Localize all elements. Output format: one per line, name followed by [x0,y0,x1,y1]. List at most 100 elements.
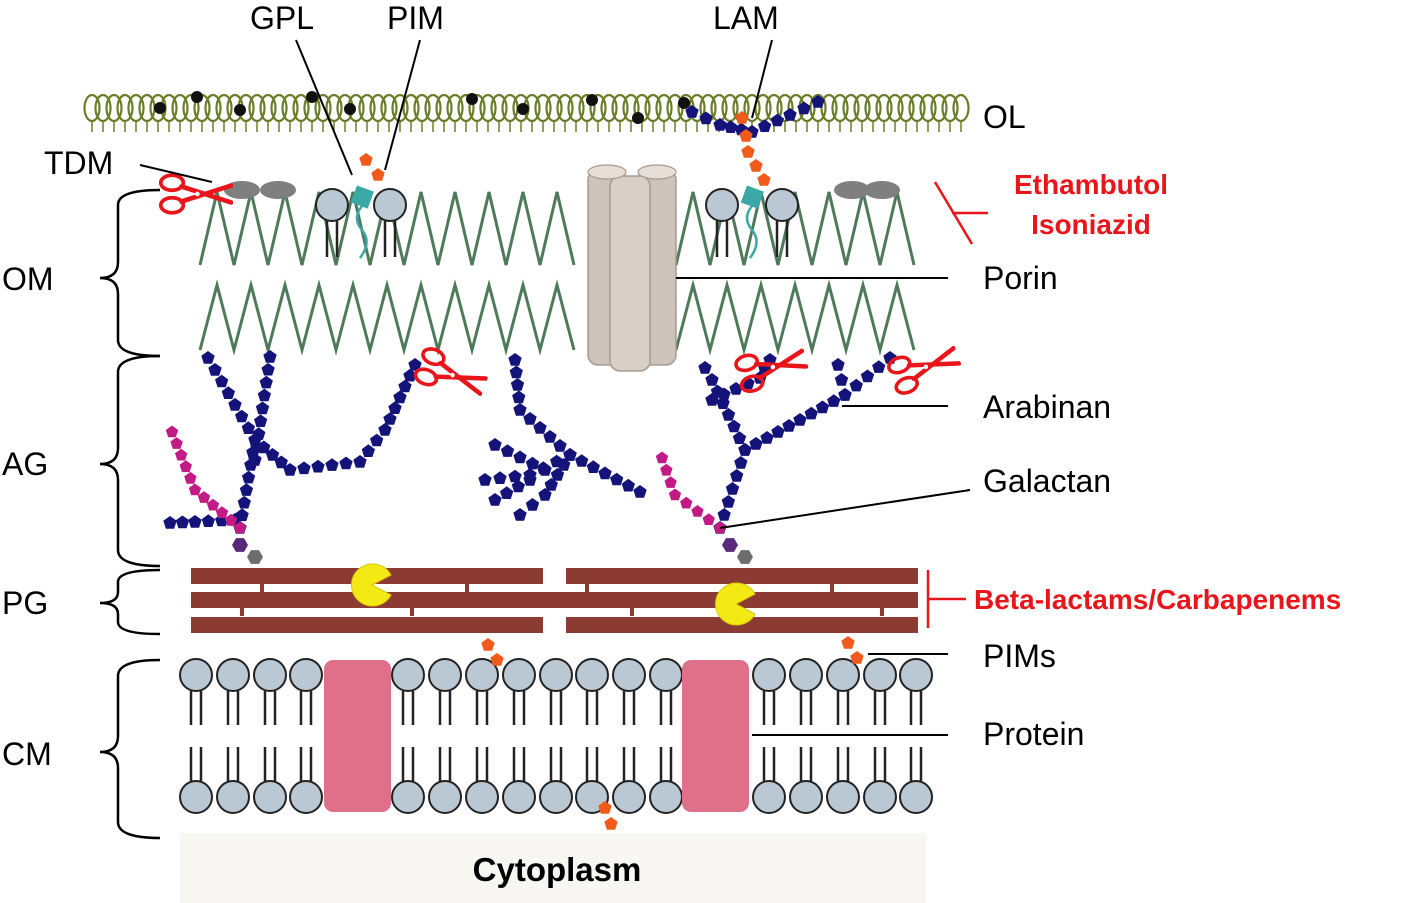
arabinan-unit [221,386,235,399]
drug-target-brackets [926,181,988,628]
arabinan-unit [827,394,841,407]
membrane-lipid-head [752,658,786,692]
lam-arabinan-unit [797,101,811,115]
peptide-crosslink [830,584,834,592]
ol-label: OL [983,99,1026,135]
arabinan-unit [860,369,875,383]
arabinan-unit [544,478,558,491]
galactan-unit [233,521,247,534]
membrane-protein [682,660,749,812]
arabinan-unit [698,361,712,374]
cytoplasmic-membrane [179,636,933,830]
membrane-lipid-head [863,780,897,814]
cytoplasm-region [180,833,926,903]
arabinan-unit [525,456,540,470]
pg-label: PG [2,585,48,621]
arabinan-unit [274,455,288,469]
arabinan-unit [831,358,845,371]
membrane-lipid-head [428,780,462,814]
arabinan-unit [378,423,392,436]
pims-sugar [598,801,612,814]
arabinan-unit [513,508,527,521]
arabinan-unit [508,353,522,366]
galactan-unit [170,437,183,449]
capsule-dot [154,102,166,114]
protein-label: Protein [983,716,1084,752]
cytoplasm-label: Cytoplasm [473,851,642,888]
arabinan-unit [259,375,273,389]
arabinan-unit [511,479,525,493]
membrane-lipid-head [289,780,323,814]
arabinan-unit [241,470,256,484]
arabinan-unit [749,437,763,450]
membrane-lipid-head [539,658,573,692]
galactan-label: Galactan [983,463,1111,499]
arabinan-unit [721,495,735,508]
mycolic-acid-layer [198,191,916,356]
capsule-dot [466,93,478,105]
membrane-lipid-head [216,780,250,814]
gpl-label: GPL [250,0,314,36]
mycolic-acid-chain [674,191,916,266]
arabinan-unit [388,401,402,414]
membrane-lipid-head [826,658,860,692]
arabinan-unit [254,414,268,427]
arabinan-unit [163,516,177,529]
arabinan-unit [523,473,537,486]
drug-isoniazid: Isoniazid [1031,209,1151,240]
arabinan-unit [325,458,339,471]
membrane-lipid-head [502,658,536,692]
lam-mannose-unit [741,145,755,158]
capsule-dot [191,91,203,103]
glycan-strand [191,617,543,633]
galactan-unit [215,506,229,519]
galactan-unit [224,513,238,526]
pims-sugar [490,653,504,666]
arabinan-unit [509,365,523,379]
arabinan-unit [533,421,547,434]
glycolipid-head [350,185,374,209]
scissors-icon [887,339,963,396]
membrane-lipid-head [899,658,933,692]
arabinan-unit [493,471,507,484]
membrane-lipid-head [391,780,425,814]
arabinan-unit [721,408,736,421]
arabinan-unit [727,419,741,433]
lam-arabinan-unit [783,108,797,121]
arabinan-unit [201,514,215,527]
arabinan-unit [237,495,251,509]
arabinan-unit [834,373,849,386]
arabinan-unit [513,403,527,416]
lam-mannose-unit [735,111,749,124]
drug-ethambutol: Ethambutol [1014,169,1168,200]
membrane-lipid-head [899,780,933,814]
galactan-unit [664,476,677,488]
galactan-unit [188,483,202,496]
glycan-strand [566,568,918,584]
linker-unit [722,538,738,552]
galactan-unit [175,448,188,461]
om-label: OM [2,261,54,297]
arabinan-unit [257,388,271,402]
arabinan-unit [508,469,522,483]
membrane-lipid-head [502,780,536,814]
arabinan-unit [760,431,774,444]
pim-label: PIM [387,0,444,36]
arabinan-unit [370,433,384,447]
lipid-head [315,188,349,222]
lipid-head [705,188,739,222]
pims-sugar [481,638,495,651]
arabinan-unit [586,460,600,473]
arabinan-unit [512,390,526,404]
capsule-dot [517,103,529,115]
lam-arabinan-unit [758,119,772,132]
arabinan-unit [815,400,830,414]
arabinan-unit [633,485,647,498]
membrane-lipid-head [612,658,646,692]
arabinan-unit [730,469,744,482]
arabinan-unit [403,368,417,382]
capsule-dot [678,97,690,109]
membrane-lipid-head [649,780,683,814]
galactan-unit [184,471,197,484]
arabinan-unit [782,419,796,432]
